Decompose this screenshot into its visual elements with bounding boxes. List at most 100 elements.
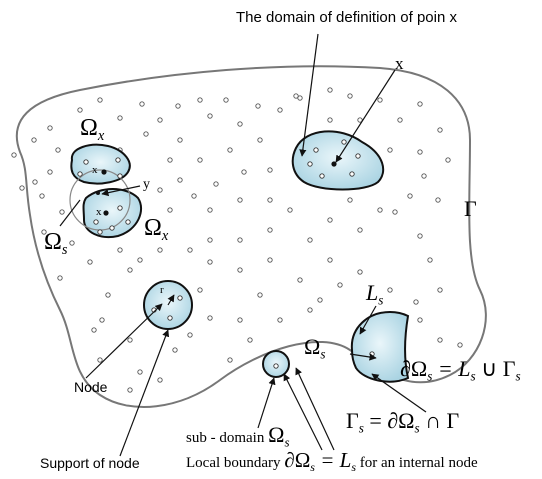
scattered-node bbox=[357, 227, 363, 233]
scattered-node bbox=[167, 157, 173, 163]
scattered-node bbox=[357, 269, 363, 275]
scattered-node bbox=[327, 257, 333, 263]
scattered-node bbox=[117, 247, 123, 253]
scattered-node bbox=[267, 197, 273, 203]
arrow-point-x bbox=[335, 69, 396, 163]
arrow-node bbox=[85, 303, 163, 379]
subdomain-node bbox=[307, 161, 313, 167]
scattered-node bbox=[197, 287, 203, 293]
r-label: r bbox=[160, 284, 164, 296]
subdomain-omega-x-lower bbox=[82, 188, 143, 238]
scattered-node bbox=[207, 259, 213, 265]
scattered-node bbox=[267, 167, 273, 173]
scattered-node bbox=[19, 185, 25, 191]
scattered-node bbox=[427, 257, 433, 263]
scattered-node bbox=[417, 149, 423, 155]
arrow-local-boundary-2 bbox=[295, 367, 335, 451]
scattered-node bbox=[157, 117, 163, 123]
omega-x-lower-label: Ωx bbox=[144, 215, 169, 245]
gamma-label: Γ bbox=[464, 196, 477, 221]
point-y bbox=[96, 191, 100, 195]
scattered-node bbox=[293, 93, 299, 99]
scattered-node bbox=[237, 267, 243, 273]
scattered-node bbox=[191, 193, 197, 199]
scattered-node bbox=[167, 207, 173, 213]
subdomain-node bbox=[117, 173, 123, 179]
scattered-node bbox=[277, 317, 283, 323]
scattered-node bbox=[257, 137, 263, 143]
scattered-node bbox=[59, 209, 65, 215]
scattered-node bbox=[32, 179, 38, 185]
scattered-node bbox=[445, 157, 451, 163]
scattered-node bbox=[327, 87, 333, 93]
scattered-node bbox=[407, 193, 413, 199]
scattered-node bbox=[11, 152, 17, 158]
scattered-node bbox=[241, 169, 247, 175]
scattered-node bbox=[139, 101, 145, 107]
scattered-node bbox=[207, 207, 213, 213]
scattered-node bbox=[327, 217, 333, 223]
scattered-node bbox=[377, 207, 383, 213]
scattered-node bbox=[413, 299, 419, 305]
scattered-node bbox=[177, 137, 183, 143]
subdomain-node bbox=[349, 171, 355, 177]
scattered-node bbox=[77, 107, 83, 113]
scattered-node bbox=[105, 292, 111, 298]
scattered-node bbox=[99, 317, 105, 323]
scattered-node bbox=[437, 337, 443, 343]
subdomain-node bbox=[273, 363, 279, 369]
scattered-node bbox=[417, 233, 423, 239]
x-node-lower-label: x bbox=[96, 206, 102, 218]
subdomain-node bbox=[319, 173, 325, 179]
scattered-node bbox=[297, 277, 303, 283]
scattered-node bbox=[223, 97, 229, 103]
arrow-omega-s-left bbox=[59, 199, 81, 227]
scattered-node bbox=[47, 125, 53, 131]
scattered-node bbox=[197, 157, 203, 163]
subdomain-node bbox=[167, 315, 173, 321]
node-cloud bbox=[11, 87, 463, 393]
point-x-lower-left bbox=[103, 210, 109, 216]
scattered-node bbox=[347, 93, 353, 99]
arrow-local-boundary-1 bbox=[283, 373, 323, 451]
omega-s-left-label: Ωs bbox=[44, 229, 68, 259]
scattered-node bbox=[137, 369, 143, 375]
support-of-node-label: Support of node bbox=[40, 455, 140, 471]
global-domain-boundary bbox=[15, 65, 487, 408]
scattered-node bbox=[137, 257, 143, 263]
scattered-node bbox=[387, 287, 393, 293]
arrow-omega-s-mid bbox=[349, 353, 377, 361]
scattered-node bbox=[417, 317, 423, 323]
scattered-node bbox=[392, 209, 398, 215]
scattered-node bbox=[55, 147, 61, 153]
scattered-node bbox=[87, 259, 93, 265]
scattered-node bbox=[177, 177, 183, 183]
scattered-node bbox=[69, 240, 75, 246]
scattered-node bbox=[127, 267, 133, 273]
scattered-node bbox=[41, 229, 47, 235]
scattered-node bbox=[307, 307, 313, 313]
scattered-node bbox=[39, 193, 45, 199]
scattered-node bbox=[357, 117, 363, 123]
scattered-node bbox=[207, 237, 213, 243]
subdomain-nodes bbox=[77, 139, 375, 369]
subdomain-node bbox=[341, 139, 347, 145]
scattered-node bbox=[257, 292, 263, 298]
scattered-node bbox=[337, 282, 343, 288]
scattered-node bbox=[317, 297, 323, 303]
scattered-node bbox=[157, 187, 163, 193]
arrow-L-s bbox=[359, 305, 377, 335]
scattered-node bbox=[207, 113, 213, 119]
arrow-y bbox=[101, 185, 141, 197]
domain-definition-label: The domain of definition of poin x bbox=[236, 9, 457, 26]
subdomain-node bbox=[355, 153, 361, 159]
scattered-node bbox=[397, 117, 403, 123]
scattered-node bbox=[213, 181, 219, 187]
scattered-node bbox=[157, 247, 163, 253]
scattered-node bbox=[277, 107, 283, 113]
subdomain-point-x bbox=[291, 130, 385, 191]
omega-s-mid-label: Ωs bbox=[304, 334, 326, 362]
scattered-node bbox=[255, 103, 261, 109]
scattered-node bbox=[377, 97, 383, 103]
